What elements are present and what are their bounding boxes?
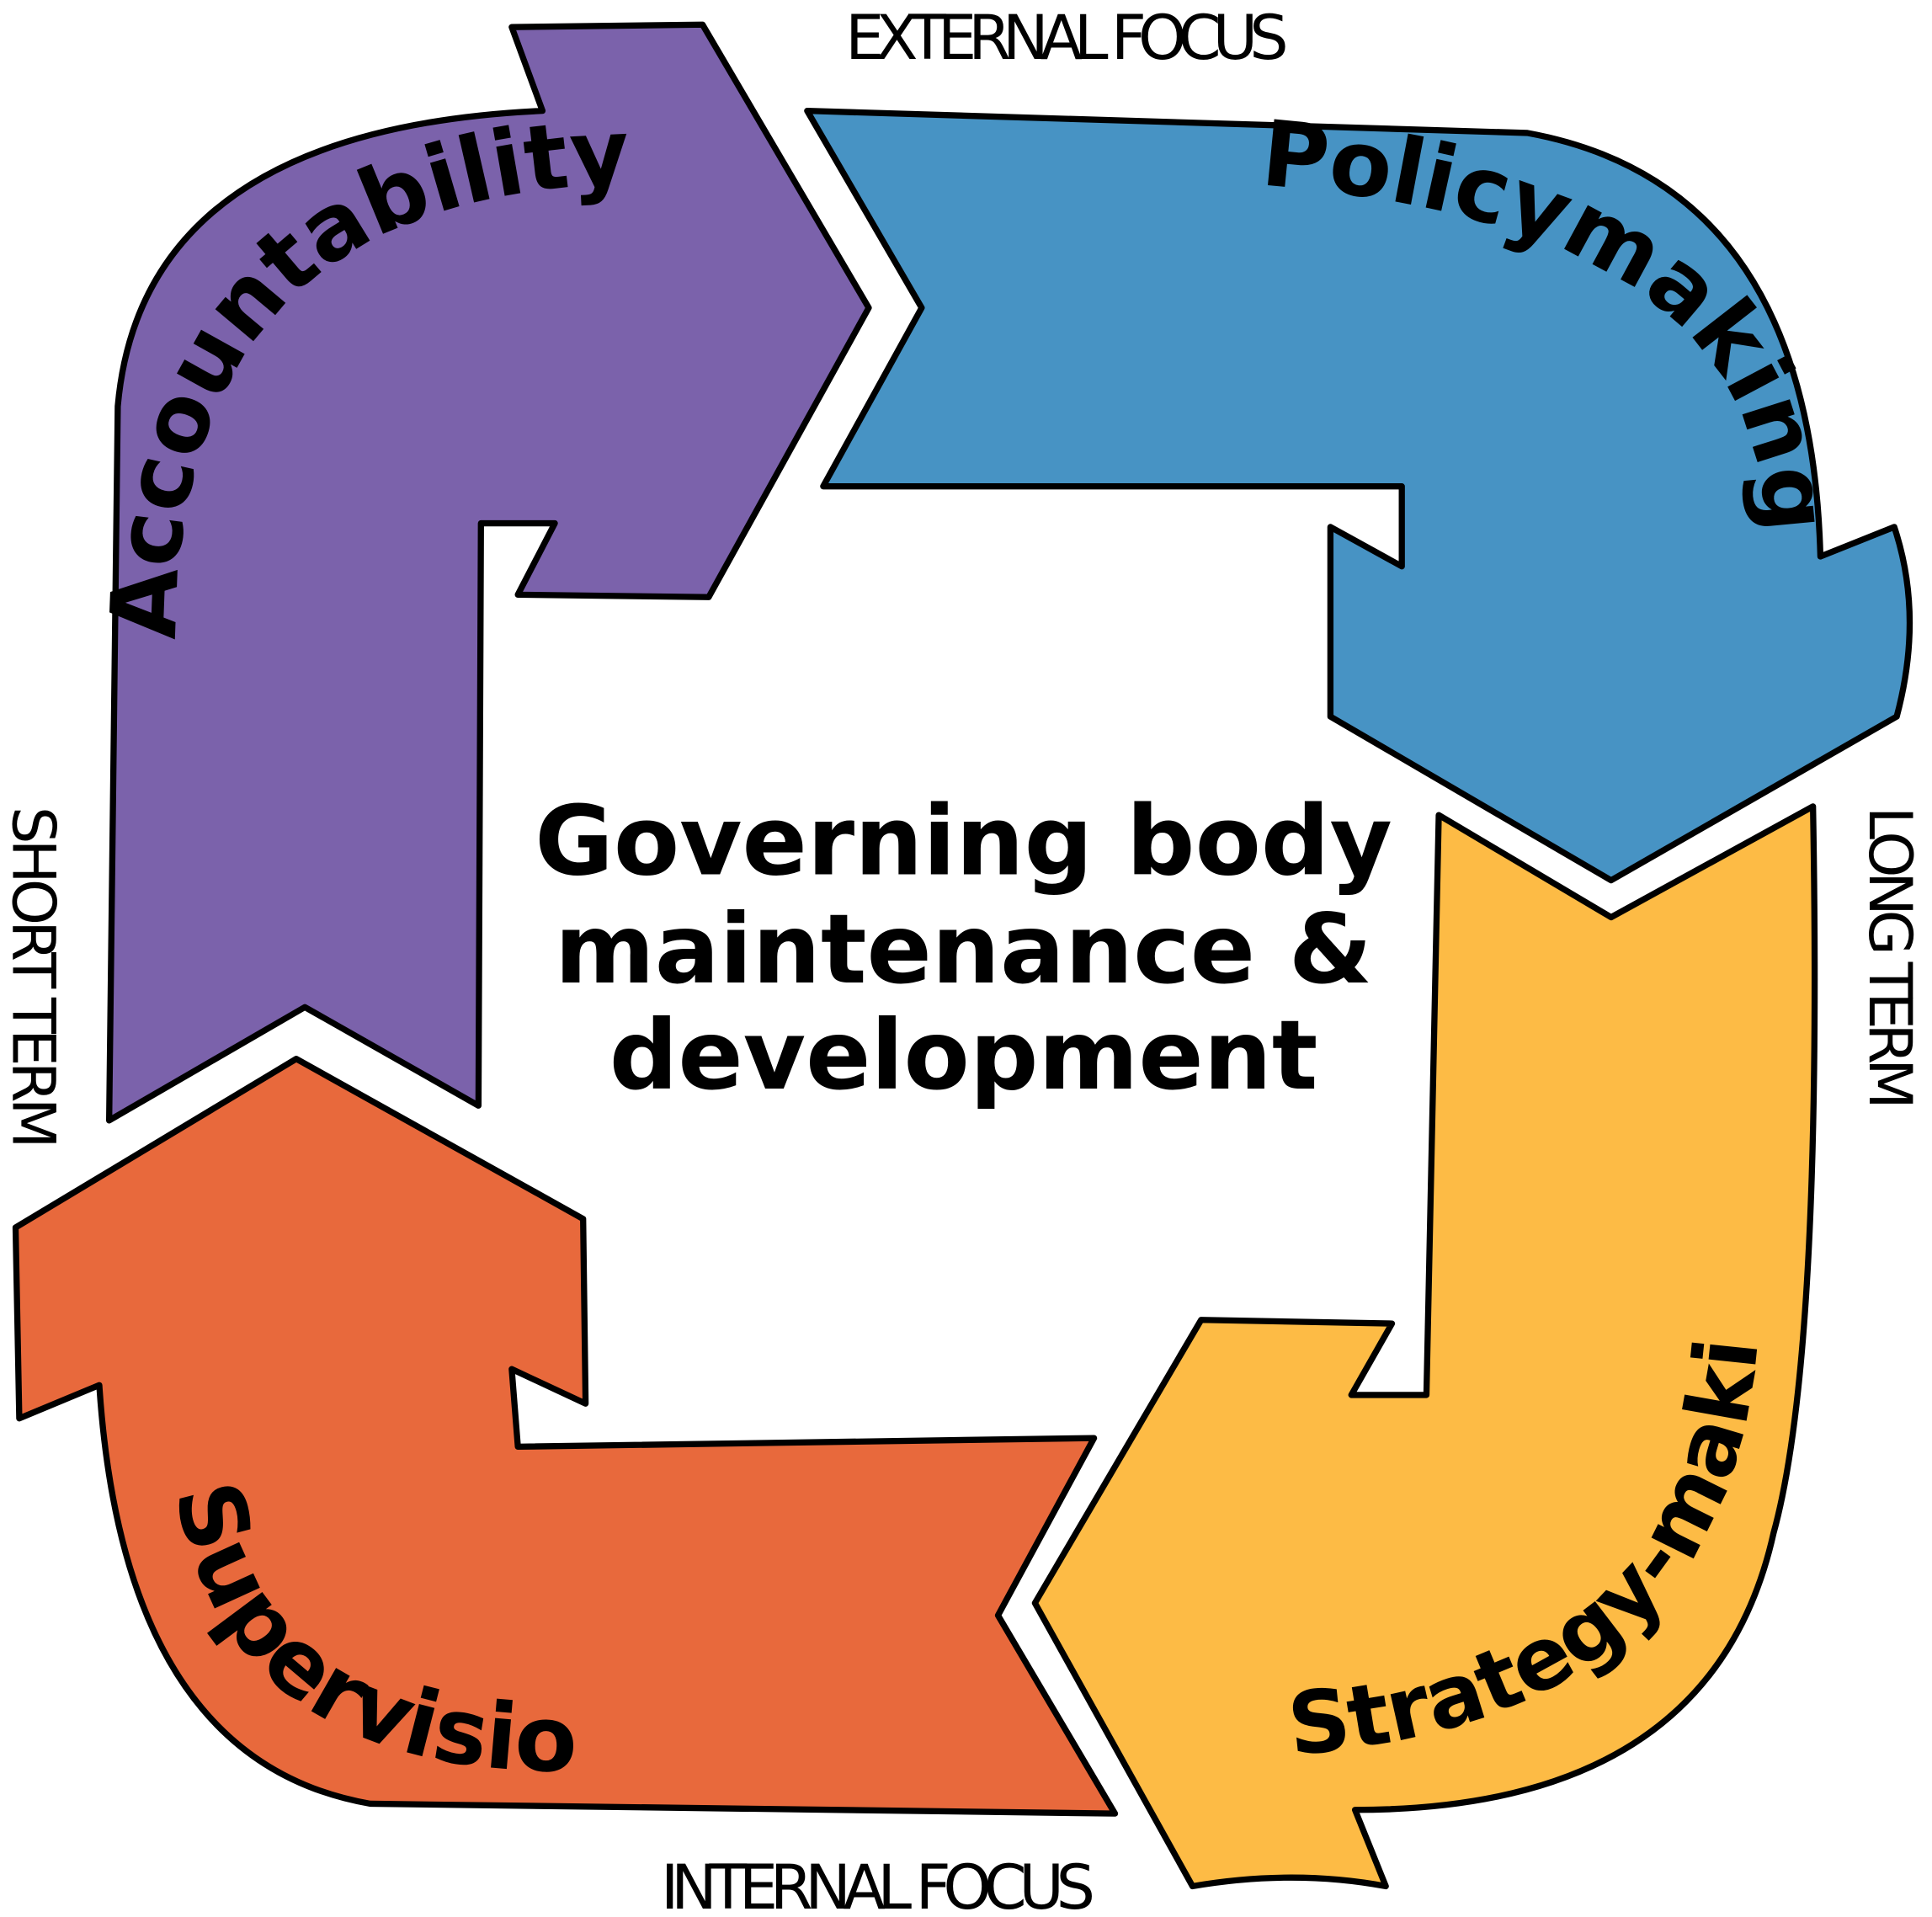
center-title-line-3: development [609, 999, 1318, 1111]
supervision-arrow [12, 1056, 1119, 1817]
long-term-label: LONG TERM [1855, 807, 1924, 1112]
strategy-making-arrow [1031, 803, 1818, 1890]
short-term-label: SHORT TERM [0, 807, 68, 1151]
external-focus-label: EXTERNAL FOCUS [845, 3, 1291, 74]
internal-focus-label: INTERNAL FOCUS [661, 1852, 1098, 1917]
policymaking-arrow [804, 107, 1913, 884]
center-title-line-2: maintenance & [555, 893, 1372, 1005]
accountability-arrow [105, 21, 872, 1124]
center-title-line-1: Governing body [535, 785, 1392, 897]
